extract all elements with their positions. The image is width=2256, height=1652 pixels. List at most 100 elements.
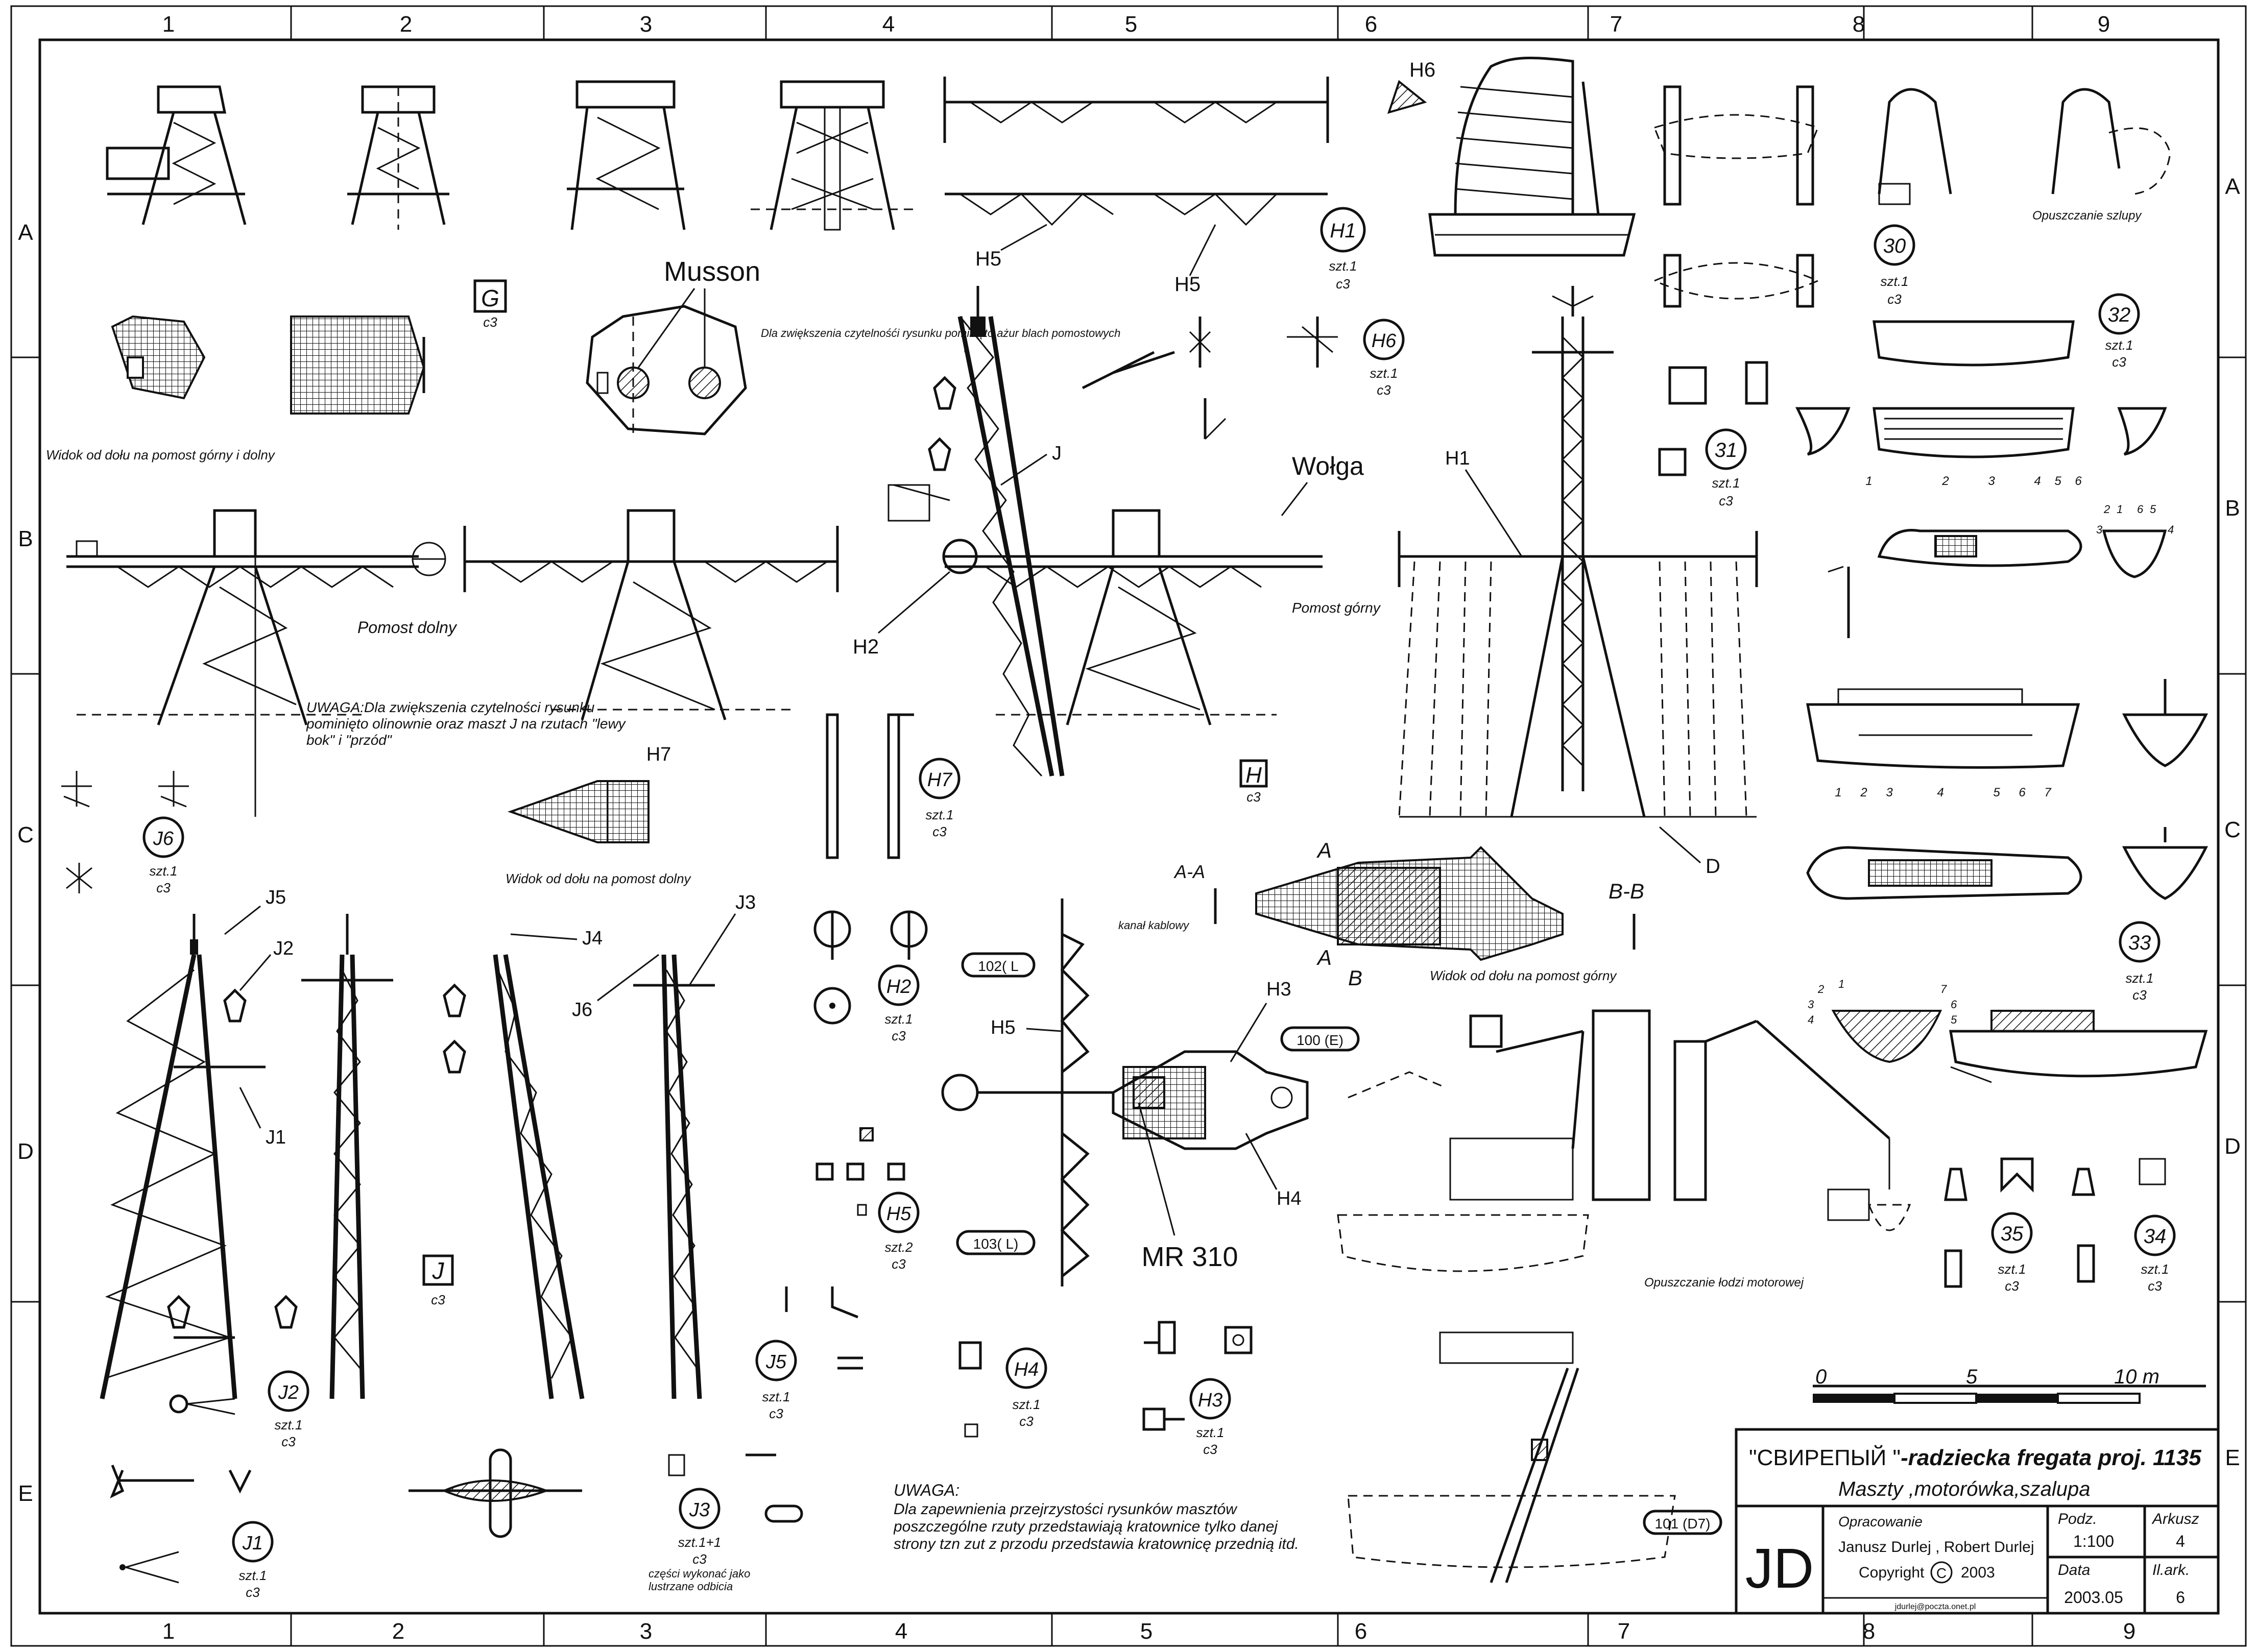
h6-sailboat: H6 [1387, 56, 1636, 257]
main-lattice-mast: J H2 [853, 286, 1065, 777]
station-number: 7 [2044, 786, 2052, 799]
part-tag-j: J c3 [422, 1254, 454, 1307]
kanal-kablowy-label: kanał kablowy [1118, 919, 1190, 932]
h1-mast-rigging: H1 D [1398, 286, 1758, 878]
cut-a-label: A [1316, 838, 1332, 862]
callout-100: 100 (E) [1297, 1032, 1343, 1048]
part-tag-qty: szt.1+1 [678, 1535, 722, 1550]
col-label: 7 [1610, 12, 1622, 37]
davit-lowering: Opuszczanie szlupy [1878, 88, 2171, 223]
ref-label: H5 [1174, 273, 1201, 296]
part-tag-j6: J6 szt.1 c3 [61, 771, 189, 895]
part-tag-id: H6 [1372, 330, 1397, 352]
view-pomost-gorny-label: Widok od dołu na pomost górny [1430, 968, 1617, 983]
ref-label: H6 [1409, 59, 1435, 81]
row-labels: A B C D E A B C D E [17, 174, 2241, 1506]
uwaga-bottom-text: Dla zapewnienia przejrzystości rysunków … [894, 1501, 1299, 1552]
musson-platform-views [106, 80, 914, 231]
station-number: 5 [2054, 474, 2061, 488]
view-pomost-dolny-label: Widok od dołu na pomost dolny [506, 871, 692, 886]
ref-h3-label: H3 [1266, 979, 1291, 1000]
lower-platform-side: Pomost dolny [66, 509, 458, 817]
mr310-platform: MR 310 H5 H3 H4 102( L 103( L) 100 (E) [941, 898, 1360, 1286]
part-tag-id: J5 [765, 1351, 787, 1373]
copyright-label: Copyright [1859, 1564, 1925, 1581]
section-bb-label: B-B [1609, 879, 1644, 903]
part-tag-qty: szt.1 [2126, 970, 2154, 986]
station-number: 3 [1886, 786, 1893, 799]
part-tag-note: c3 [2132, 987, 2147, 1003]
col-label: 4 [895, 1619, 907, 1644]
part-tag-qty: szt.1 [1013, 1397, 1041, 1412]
part-tag-note: c3 [483, 314, 497, 330]
frame-number: 1 [2117, 503, 2123, 516]
col-label: 3 [640, 12, 652, 37]
section-aa-label: A-A [1173, 861, 1205, 882]
jd-logo: JD [1745, 1537, 1814, 1600]
part-tag-qty: szt.1 [762, 1389, 790, 1404]
part-tag-g: G c3 [473, 279, 507, 330]
musson-top-view: Musson Dla zwiększenia czytelnośći rysun… [586, 256, 1120, 435]
part-tag-qty: szt.1 [926, 807, 954, 822]
ref-j4-label: J4 [582, 928, 603, 949]
part-tag-h6: H6 szt.1 c3 [1363, 319, 1405, 398]
h5-truss-plans: H5 H5 [943, 77, 1329, 296]
col-label: 7 [1618, 1619, 1630, 1644]
row-label: C [2224, 817, 2241, 842]
copyright-year: 2003 [1961, 1564, 1995, 1581]
scale-label: Podz. [2058, 1511, 2097, 1527]
part-tag-note: c3 [892, 1028, 906, 1043]
col-label: 1 [162, 12, 175, 37]
col-label: 5 [1140, 1619, 1153, 1644]
part-tag-h7: H7 szt.1 c3 [919, 758, 961, 839]
sheet-frame [10, 5, 2247, 1647]
part-tag-qty: szt.1 [239, 1568, 267, 1583]
frame-number: 3 [2096, 523, 2103, 536]
part-tag-id: H5 [886, 1203, 911, 1225]
row-label: E [2225, 1445, 2240, 1470]
uwaga-top-text: UWAGA:Dla zwiększenia czytelności rysunk… [306, 699, 626, 748]
frame-number: 3 [1808, 998, 1814, 1011]
part-tag-id: H [1245, 763, 1262, 788]
part-tag-id: H3 [1198, 1390, 1223, 1411]
part-tag-note: c3 [769, 1406, 783, 1421]
sheets-label: Il.ark. [2152, 1562, 2190, 1578]
frame-number: 4 [2168, 523, 2174, 536]
title-ru: "СВИРЕПЫЙ "-radziecka fregata proj. 1135 [1749, 1444, 2201, 1470]
column-labels-bottom: 1 2 3 4 5 6 7 8 9 [162, 1619, 2135, 1644]
date-value: 2003.05 [2064, 1588, 2123, 1607]
czesci-text: części wykonać jako lustrzane odbicia [649, 1567, 751, 1593]
sheet-label: Arkusz [2151, 1511, 2199, 1527]
motor-boat-lowering: Opuszczanie łodzi motorowej [1337, 1009, 1911, 1290]
col-label: 2 [400, 12, 412, 37]
part-tag-id: H4 [1014, 1359, 1039, 1380]
col-label: 9 [2098, 12, 2110, 37]
frame-number: 2 [2103, 503, 2110, 516]
ref-label: H1 [1445, 448, 1470, 469]
row-label: B [2225, 496, 2240, 521]
station-number: 2 [1860, 786, 1867, 799]
part-tag-qty: szt.1 [1329, 258, 1357, 274]
part-tag-h5: H5 szt.2 c3 [878, 1192, 920, 1272]
prepared-label: Opracowanie [1838, 1514, 1923, 1529]
part-tag-qty: szt.1 [1370, 366, 1398, 381]
part-tag-note: c3 [156, 880, 171, 895]
part-tag-qty: szt.1 [150, 863, 178, 879]
part-tag-note: c3 [1246, 789, 1261, 805]
col-label: 8 [1863, 1619, 1875, 1644]
ref-label: H5 [975, 248, 1001, 270]
col-label: 6 [1365, 12, 1377, 37]
station-number: 6 [2075, 474, 2082, 488]
motor-boat-views: 1 2 3 4 5 6 7 [1806, 679, 2209, 900]
col-label: 3 [640, 1619, 652, 1644]
part-tag-note: c3 [692, 1551, 707, 1567]
musson-note: Dla zwiększenia czytelnośći rysunku pomi… [761, 327, 1120, 339]
h7-rods [826, 713, 914, 859]
title-block: "СВИРЕПЫЙ "-radziecka fregata proj. 1135… [1735, 1428, 2220, 1615]
part-tag-34: 34 szt.1 c3 [2134, 1214, 2176, 1294]
part-tag-note: c3 [1336, 276, 1350, 291]
part-tag-note: c3 [281, 1434, 296, 1449]
station-number: 5 [1993, 786, 2000, 799]
col-label: 8 [1853, 12, 1865, 37]
part-tag-id: 33 [2128, 932, 2151, 954]
